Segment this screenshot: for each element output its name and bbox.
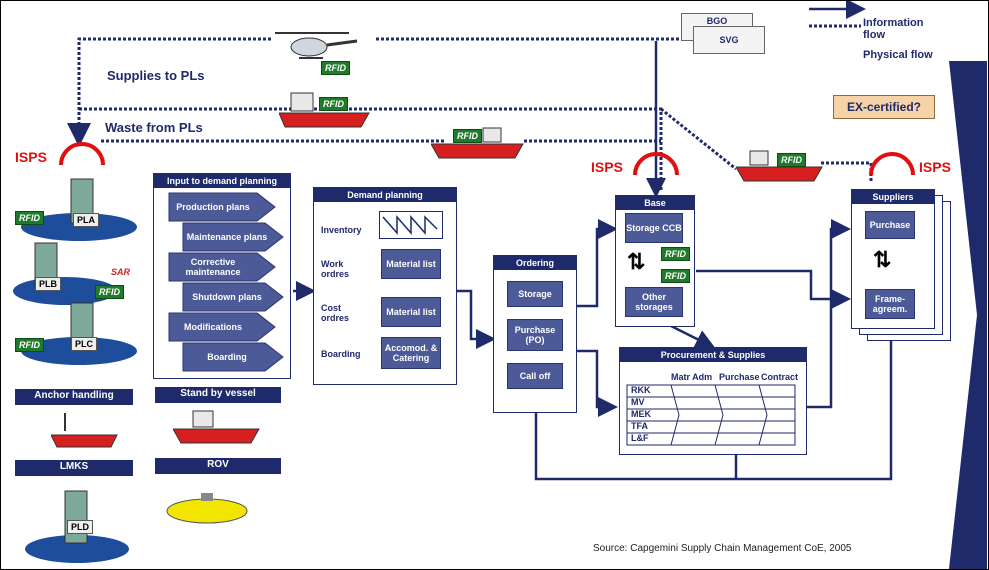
base-panel-title: Base <box>616 196 694 210</box>
isps-label: ISPS <box>15 149 47 165</box>
col-matr-adm: Matr Adm <box>671 372 713 382</box>
material-list-box: Material list <box>381 249 441 279</box>
stand-by-vessel-bar: Stand by vessel <box>155 387 281 403</box>
right-chevron-shape <box>949 61 987 569</box>
rfid-tag: RFID <box>661 247 690 261</box>
supply-ship-icon <box>431 127 524 159</box>
svg-card: SVG <box>693 26 765 54</box>
up-down-arrows-icon: ⇅ <box>627 249 646 274</box>
sar-label: SAR <box>111 267 131 277</box>
other-storages-box: Other storages <box>625 287 683 317</box>
anchor-ship-icon <box>51 413 118 448</box>
demand-row-cost-orders: Cost ordres <box>321 303 350 323</box>
input-item-maintenance-plans: Maintenance plans <box>186 232 268 242</box>
demand-row-work-orders: Work ordres <box>321 259 350 279</box>
ordering-storage-box: Storage <box>507 281 563 307</box>
isps-arc-icon <box>633 152 679 176</box>
suppliers-panel-title: Suppliers <box>852 190 934 204</box>
row-lf: L&F <box>631 433 649 443</box>
rfid-tag: RFID <box>661 269 690 283</box>
up-down-arrows-icon: ⇅ <box>873 247 892 272</box>
demand-row-boarding: Boarding <box>321 349 361 359</box>
legend-physical-flow: Physical flow <box>863 49 933 61</box>
rfid-tag: RFID <box>95 285 124 299</box>
ordering-call-off-box: Call off <box>507 363 563 389</box>
input-item-corrective-maintenance: Corrective maintenance <box>185 257 241 277</box>
isps-arc-icon <box>869 152 915 176</box>
bgo-label: BGO <box>706 16 728 26</box>
storage-ccb-box: Storage CCB <box>625 213 683 243</box>
isps-arc-icon <box>59 142 105 166</box>
input-panel-title: Input to demand planning <box>154 174 290 188</box>
legend-information-flow: Information flow <box>863 17 924 41</box>
isps-label: ISPS <box>919 159 951 175</box>
procurement-panel-title: Procurement & Supplies <box>620 348 806 362</box>
demand-row-inventory: Inventory <box>321 225 362 235</box>
rov-submarine-icon <box>166 493 248 524</box>
row-tfa: TFA <box>631 421 648 431</box>
suppliers-frame-box: Frame-agreem. <box>865 289 915 319</box>
waste-from-pls-label: Waste from PLs <box>105 120 203 135</box>
inventory-sawtooth-icon <box>379 211 443 239</box>
input-item-production-plans: Production plans <box>176 202 250 212</box>
supplies-to-pls-label: Supplies to PLs <box>107 68 205 83</box>
source-note: Source: Capgemini Supply Chain Managemen… <box>593 543 852 554</box>
platform-pla: PLA <box>73 213 99 227</box>
ordering-panel-title: Ordering <box>494 256 576 270</box>
helicopter-icon <box>275 32 358 59</box>
ordering-purchase-box: Purchase (PO) <box>507 319 563 351</box>
row-mek: MEK <box>631 409 651 419</box>
anchor-handling-bar: Anchor handling <box>15 389 133 405</box>
row-rkk: RKK <box>631 385 651 395</box>
stand-by-vessel-icon <box>173 410 260 444</box>
isps-label: ISPS <box>591 159 623 175</box>
platform-pld: PLD <box>67 520 93 534</box>
rfid-tag: RFID <box>319 97 348 111</box>
accomod-catering-box: Accomod. & Catering <box>381 337 441 369</box>
rfid-tag: RFID <box>15 338 44 352</box>
supply-ship-icon <box>736 150 823 182</box>
row-mv: MV <box>631 397 645 407</box>
suppliers-purchase-box: Purchase <box>865 211 915 239</box>
rov-bar: ROV <box>155 458 281 474</box>
input-item-modifications: Modifications <box>184 322 242 332</box>
rfid-tag: RFID <box>321 61 350 75</box>
input-arrows <box>168 192 284 372</box>
rfid-tag: RFID <box>777 153 806 167</box>
input-item-shutdown-plans: Shutdown plans <box>192 292 262 302</box>
supply-ship-icon <box>279 92 370 128</box>
rfid-tag: RFID <box>453 129 482 143</box>
demand-panel-title: Demand planning <box>314 188 456 202</box>
lmks-bar: LMKS <box>15 460 133 476</box>
platform-plc: PLC <box>71 337 97 351</box>
col-contract: Contract <box>761 372 799 382</box>
input-item-boarding: Boarding <box>207 352 247 362</box>
procurement-grid <box>626 384 796 446</box>
ex-certified-badge: EX-certified? <box>833 95 935 119</box>
platform-plb: PLB <box>35 277 61 291</box>
col-purchase: Purchase <box>719 372 760 382</box>
material-list-box: Material list <box>381 297 441 327</box>
rfid-tag: RFID <box>15 211 44 225</box>
svg-label: SVG <box>719 35 739 45</box>
